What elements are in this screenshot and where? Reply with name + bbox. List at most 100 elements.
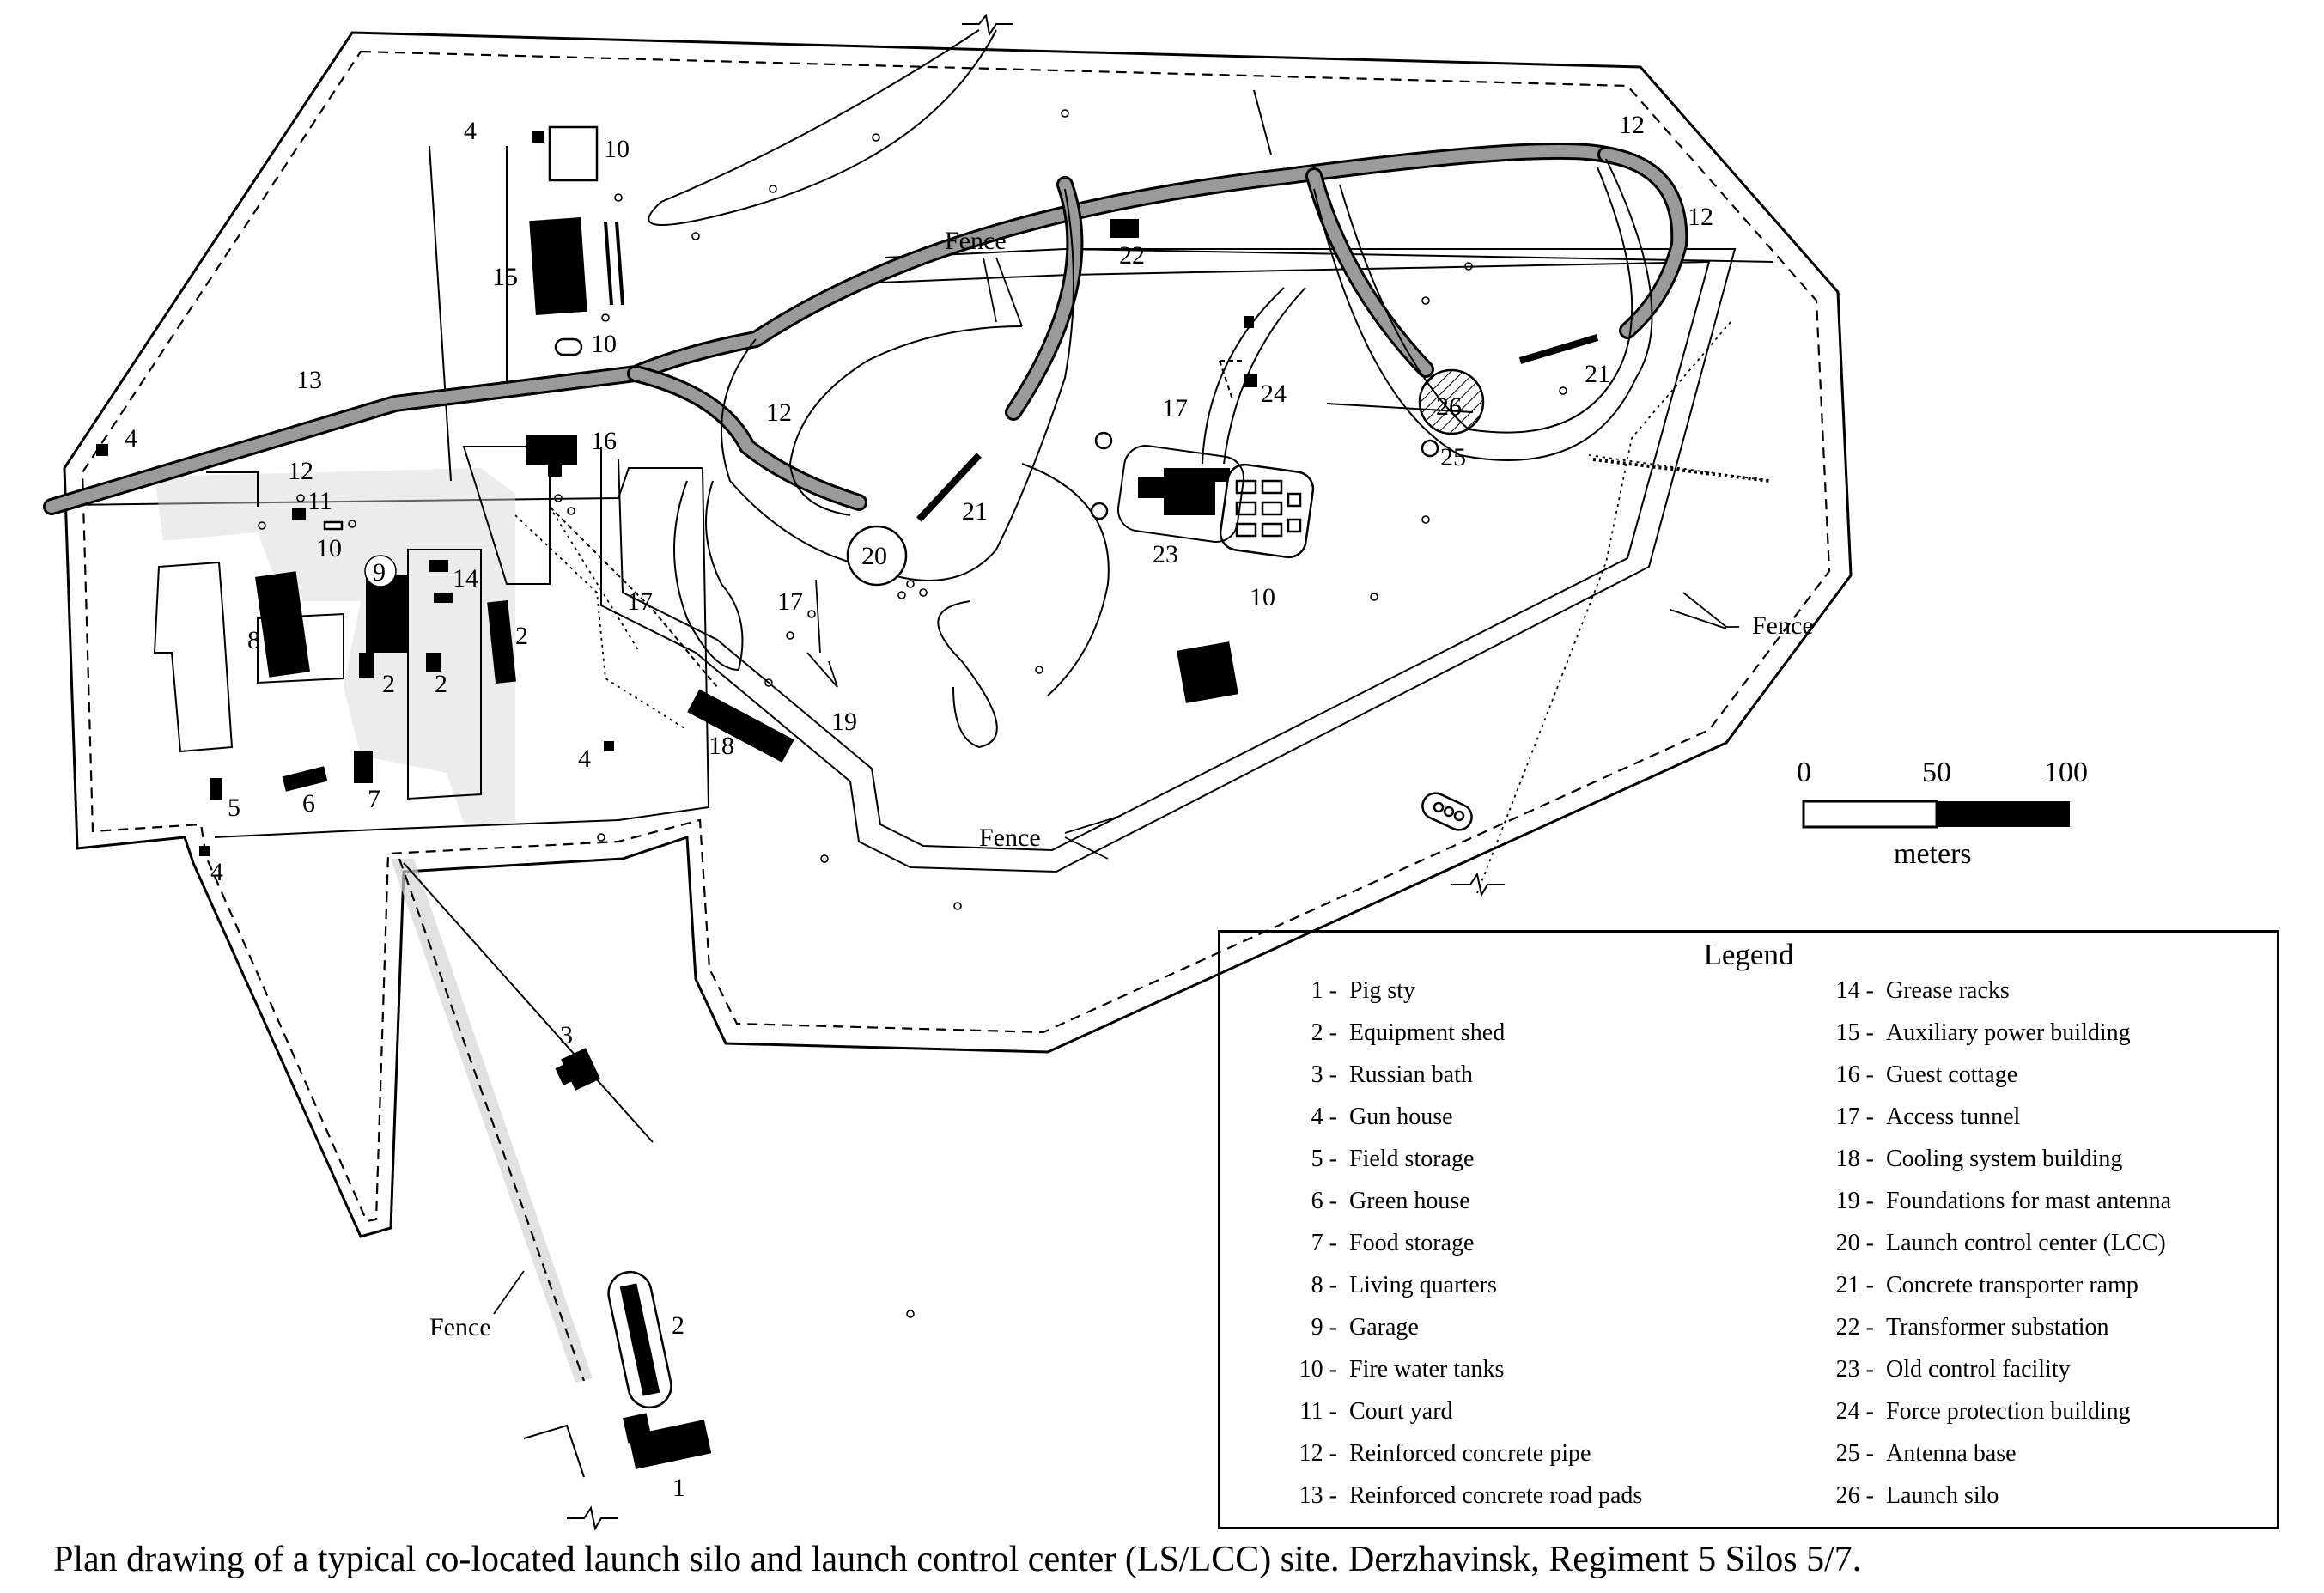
legend-item: 13 -Reinforced concrete road pads <box>1299 1482 1643 1524</box>
label-25: 25 <box>1440 443 1466 471</box>
court-yard-marker <box>292 508 306 520</box>
legend-item-text: Auxiliary power building <box>1886 1019 2131 1046</box>
label-22: 22 <box>1119 241 1145 270</box>
legend-item-number: 26 - <box>1835 1482 1874 1509</box>
label-4-s: 4 <box>578 745 591 773</box>
green-house-building <box>282 766 328 792</box>
antenna-base-lcc <box>1090 502 1109 520</box>
east-tank-3 <box>1453 810 1465 822</box>
legend-item-number: 11 - <box>1299 1398 1337 1425</box>
legend-item: 10 - Fire water tanks <box>1299 1356 1642 1398</box>
legend-item-text: Pig sty <box>1349 977 1416 1004</box>
legend-item: 3 -Russian bath <box>1311 1061 1642 1104</box>
label-9-badge <box>364 555 397 587</box>
transformer-substation <box>1110 219 1139 238</box>
inner-fence <box>600 248 1737 873</box>
east-tank-1 <box>1433 801 1445 813</box>
legend-item: 24 - Force protection building <box>1836 1398 2171 1440</box>
label-12-c: 12 <box>766 398 792 427</box>
break-mark <box>1451 872 1505 897</box>
legend-item-text: Food storage <box>1349 1230 1475 1256</box>
label-8: 8 <box>247 626 260 654</box>
legend-item: 17 -Access tunnel <box>1836 1104 2171 1146</box>
legend-item-number: 16 - <box>1835 1061 1874 1088</box>
label-2-a: 2 <box>382 670 395 698</box>
legend-item-text: Gun house <box>1349 1104 1453 1130</box>
label-23: 23 <box>1153 540 1178 568</box>
break-mark <box>962 13 1013 37</box>
label-17-w: 17 <box>627 587 653 616</box>
field-line <box>1253 89 1272 155</box>
label-20: 20 <box>861 542 887 570</box>
label-26: 26 <box>1436 392 1462 421</box>
legend-item-text: Grease racks <box>1886 977 2010 1004</box>
label-12-ne: 12 <box>1619 111 1645 139</box>
legend-item: 5 -Field storage <box>1311 1146 1642 1188</box>
legend-item: 11 - Court yard <box>1300 1398 1642 1440</box>
legend-item-number: 4 - <box>1311 1104 1337 1130</box>
legend-item-text: Foundations for mast antenna <box>1886 1188 2172 1214</box>
auxiliary-power-building <box>529 217 587 315</box>
fire-water-tank-oval <box>554 337 583 356</box>
label-10-array: 10 <box>1250 583 1275 611</box>
legend-item-number: 6 - <box>1311 1188 1337 1214</box>
north-loop <box>648 29 997 226</box>
label-7: 7 <box>368 785 380 813</box>
living-compound <box>64 145 710 838</box>
label-fence-east: Fence <box>1752 611 1814 640</box>
field-line <box>514 514 688 731</box>
legend-item-number: 9 - <box>1311 1314 1337 1341</box>
scale-tick-50: 50 <box>1922 757 1951 788</box>
legend-item-text: Concrete transporter ramp <box>1886 1272 2138 1298</box>
fence-leaders <box>493 257 1739 1315</box>
russian-bath-annex <box>555 1059 583 1086</box>
label-2-b: 2 <box>435 670 447 698</box>
legend-item: 25 -Antenna base <box>1836 1440 2171 1482</box>
legend-item-number: 17 - <box>1835 1104 1874 1130</box>
legend-item: 16 - Guest cottage <box>1836 1061 2171 1104</box>
label-2-c: 2 <box>515 622 528 650</box>
legend-item-text: Old control facility <box>1886 1356 2071 1383</box>
legend-item-number: 25 - <box>1835 1440 1874 1467</box>
legend-item: 14 -Grease racks <box>1836 977 2171 1019</box>
legend-item-number: 10 - <box>1299 1356 1337 1383</box>
legend-item-number: 23 - <box>1835 1356 1874 1383</box>
force-protection-small <box>1244 316 1254 328</box>
legend-item: 15 -Auxiliary power building <box>1836 1019 2171 1061</box>
silo-road <box>1223 287 1306 465</box>
legend-item: 2 -Equipment shed <box>1311 1019 1642 1061</box>
scale-bar: 0 50 100 meters <box>1797 757 2088 870</box>
label-10-oval: 10 <box>591 330 617 358</box>
legend-item: 6 -Green house <box>1311 1188 1642 1230</box>
legend-item-text: Guest cottage <box>1886 1061 2018 1088</box>
legend-item-text: Force protection building <box>1886 1398 2131 1425</box>
fire-water-tank-small <box>323 520 344 531</box>
equipment-shed-small-2 <box>426 653 441 672</box>
transporter-ramp-lcc <box>916 453 982 522</box>
legend-item-text: Fire water tanks <box>1349 1356 1505 1383</box>
lcc-loop-inner <box>788 325 1023 516</box>
scale-unit: meters <box>1894 838 1972 870</box>
legend-item-text: Russian bath <box>1349 1061 1473 1088</box>
label-10-compound: 10 <box>316 534 342 562</box>
legend-item: 1 -Pig sty <box>1311 977 1642 1019</box>
old-control-facility <box>1164 468 1215 515</box>
label-13: 13 <box>296 366 322 394</box>
legend-item: 23 - Old control facility <box>1836 1356 2171 1398</box>
label-4-sw: 4 <box>210 858 223 886</box>
legend-item-number: 24 - <box>1835 1398 1874 1425</box>
legend-item-number: 7 - <box>1311 1230 1337 1256</box>
label-24: 24 <box>1261 380 1287 408</box>
legend-item: 9 -Garage <box>1311 1314 1642 1356</box>
legend-item-text: Transformer substation <box>1886 1314 2109 1341</box>
label-3: 3 <box>560 1021 573 1049</box>
equipment-shed-east <box>487 600 516 684</box>
legend-item-text: Court yard <box>1349 1398 1453 1425</box>
legend-item: 8 -Living quarters <box>1311 1272 1642 1314</box>
legend-item-text: Cooling system building <box>1886 1146 2123 1172</box>
food-storage-building <box>354 751 373 783</box>
gun-house-sw <box>199 846 210 856</box>
